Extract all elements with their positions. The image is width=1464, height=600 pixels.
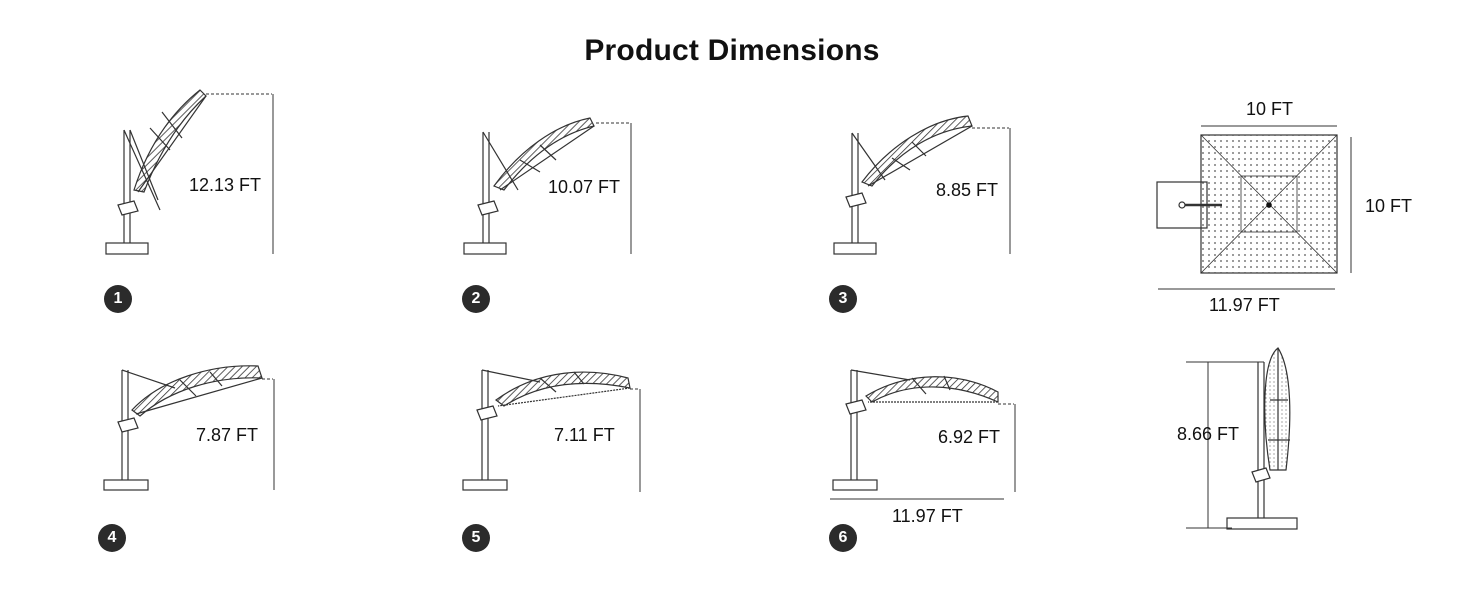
top-view-overall-label: 11.97 FT (1209, 295, 1280, 315)
umbrella-6-drawing (832, 369, 999, 491)
variant-number-badge-1: 1 (104, 285, 132, 313)
umbrella-2-drawing (463, 117, 595, 255)
closed-view-drawing (1226, 347, 1298, 530)
umbrella-1-drawing (105, 89, 207, 255)
closed-view-height-label: 8.66 FT (1177, 424, 1240, 444)
variant-number-badge-3: 3 (829, 285, 857, 313)
umbrella-5-height-label: 7.11 FT (554, 425, 615, 445)
umbrella-6-width-label: 11.97 FT (892, 506, 963, 526)
page-title: Product Dimensions (584, 34, 880, 67)
umbrella-6-dimensions (830, 403, 1016, 500)
umbrella-3-drawing (833, 115, 973, 255)
top-view-dimension-lines (1158, 125, 1352, 290)
umbrella-4-drawing (103, 365, 263, 491)
umbrella-6-height-label: 6.92 FT (938, 427, 1001, 447)
umbrella-4-height-label: 7.87 FT (196, 425, 259, 445)
top-view-width-label: 10 FT (1246, 99, 1294, 119)
variant-number-badge-2: 2 (462, 285, 490, 313)
top-view-drawing (1156, 134, 1338, 274)
closed-view-height-dimension (1186, 361, 1264, 529)
umbrella-4-height-dimension (262, 378, 275, 490)
umbrella-5-height-dimension (630, 388, 641, 492)
umbrella-1-height-label: 12.13 FT (189, 175, 262, 195)
umbrella-2-height-dimension (596, 122, 632, 254)
umbrella-3-height-dimension (972, 127, 1011, 254)
variant-number-badge-4: 4 (98, 524, 126, 552)
variant-number-badge-5: 5 (462, 524, 490, 552)
umbrella-2-height-label: 10.07 FT (548, 177, 621, 197)
umbrella-1-height-dimension (206, 93, 274, 254)
umbrella-3-height-label: 8.85 FT (936, 180, 999, 200)
top-view-depth-label: 10 FT (1365, 196, 1413, 216)
umbrella-5-drawing (462, 369, 631, 491)
variant-number-badge-6: 6 (829, 524, 857, 552)
